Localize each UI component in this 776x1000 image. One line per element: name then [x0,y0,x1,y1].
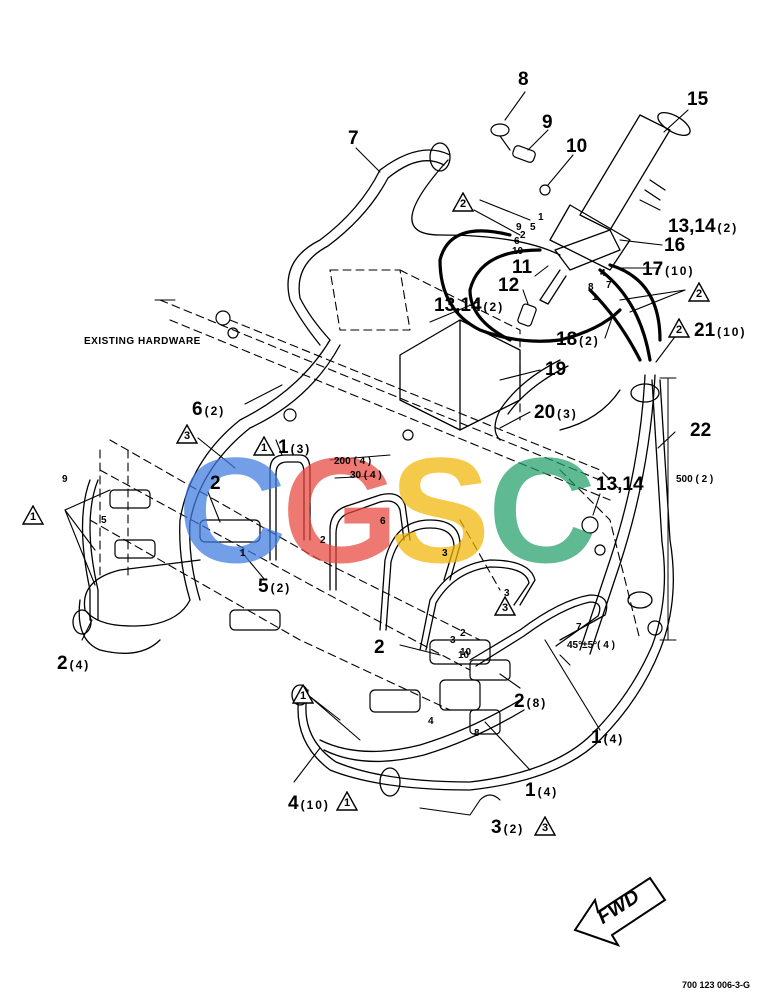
callout-1-top: 1(3) [278,437,312,458]
callout-2-lower-left: 2(4) [57,653,91,674]
callout-8: 8 [518,69,529,90]
port-label: 1 [592,292,598,303]
port-label: 2 [320,535,326,546]
callout-4: 4(10) [288,793,330,814]
note-flag-triangle: 1 [252,435,276,456]
cylinder-assembly [539,111,691,305]
port-label: 10 [460,647,472,658]
dimension-200: 200 ( 4 ) [334,456,372,467]
note-flag-triangle: 3 [175,423,199,444]
callout-9: 9 [542,112,553,133]
callout-5: 5(2) [258,576,292,597]
callout-19: 19 [545,359,567,380]
callout-15: 15 [687,89,709,110]
callout-7: 7 [348,128,359,149]
mounting-bracket [399,319,521,431]
note-flag-triangle: 1 [335,790,359,811]
note-flag-triangle: 2 [451,191,475,212]
callout-22: 22 [690,420,712,441]
dimension-angle: 45°±5°( 4 ) [567,640,615,651]
callout-2-right: 2(8) [514,691,548,712]
note-flag-triangle: 2 [687,281,711,302]
note-flag-triangle: 1 [21,504,45,525]
port-label: 5 [101,515,107,526]
port-label: 4 [428,716,434,727]
note-flag-triangle: 1 [291,683,315,704]
dimension-500: 500 ( 2 ) [676,474,714,485]
watermark-letter-2: G [282,426,399,594]
callout-11: 11 [512,257,533,278]
port-label: 3 [450,635,456,646]
callout-13-14-top: 13,14(2) [668,216,739,237]
hose-runs [78,149,674,791]
callout-18: 18(2) [556,329,600,350]
callout-2-left: 2 [210,473,221,494]
callout-12: 12 [498,275,520,296]
existing-hardware-note: EXISTING HARDWARE [84,336,201,347]
note-flag-triangle: 3 [533,815,557,836]
drawing-number: 700 123 006-3-G [681,980,750,990]
callout-10: 10 [566,136,588,157]
port-label: 6 [514,236,520,247]
callout-2-center: 2 [374,637,385,658]
port-label: 10 [512,246,524,257]
port-label: 1 [240,548,246,559]
port-label: 6 [380,516,386,527]
port-label: 3 [442,548,448,559]
port-label: 8 [588,282,594,293]
forward-arrow [573,876,667,947]
callout-20: 20(3) [534,402,578,423]
dimension-30: 30 ( 4 ) [350,470,382,481]
note-flag-triangle: 3 [493,595,517,616]
callout-21: 21(10) [694,320,747,341]
port-label: 5 [530,222,536,233]
callout-16: 16 [664,235,686,256]
dimension-lines [154,299,677,641]
port-label: 4 [600,268,606,279]
port-label: 7 [576,622,582,633]
port-label: 10 [458,650,470,661]
callout-3: 3(2) [491,817,525,838]
port-label: 2 [460,628,466,639]
port-label: 9 [516,222,522,233]
fittings [215,123,663,636]
port-label: 7 [606,280,612,291]
callout-13-14-right: 13,14 [596,474,644,495]
port-label: 3 [504,588,510,599]
callout-17: 17(10) [642,259,695,280]
watermark-letter-3: S [390,426,491,594]
callout-6: 6(2) [192,399,226,420]
port-label: 9 [62,474,68,485]
callout-1-right: 1(4) [591,727,625,748]
port-label: 1 [538,212,544,223]
watermark-letter-1: C [178,426,287,594]
frame-structure [89,269,641,711]
port-label: 8 [474,728,480,739]
note-flag-triangle: 2 [667,317,691,338]
port-label: 2 [520,230,526,241]
watermark-letter-4: C [488,426,597,594]
callout-13-14-mid: 13,14(2) [434,295,505,316]
callout-1-bottom: 1(4) [525,780,559,801]
